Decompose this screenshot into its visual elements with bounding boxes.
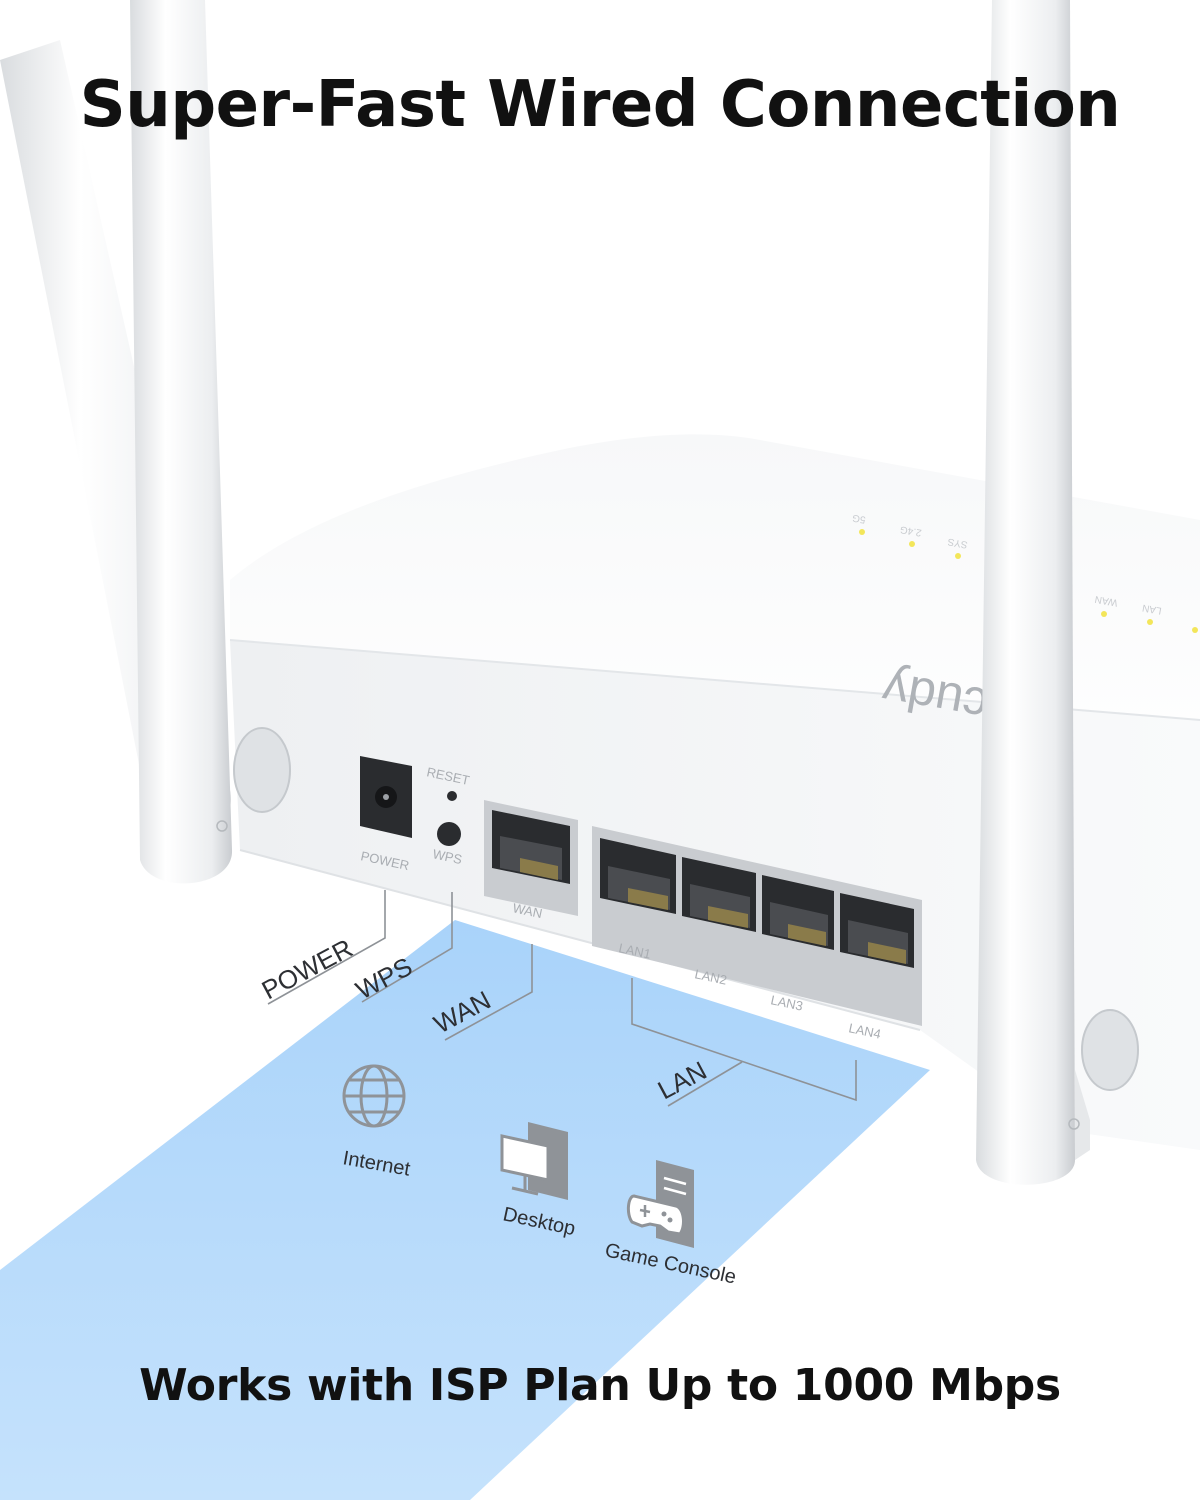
antenna-left-front (130, 0, 233, 884)
led-label-24g: 2.4G (899, 523, 922, 538)
light-beam (0, 920, 930, 1500)
router-top-surface (230, 434, 1200, 780)
port-label-lan2: LAN2 (693, 966, 728, 987)
led-label-wan: WAN (1094, 593, 1119, 608)
subheadline: Works with ISP Plan Up to 1000 Mbps (139, 1360, 1061, 1411)
port-label-lan1: LAN1 (617, 940, 652, 961)
port-label-lan4: LAN4 (847, 1020, 882, 1041)
callout-power: POWER (257, 933, 358, 1006)
port-label-lan3: LAN3 (769, 992, 804, 1013)
headline: Super-Fast Wired Connection (79, 68, 1121, 142)
desktop-icon (500, 1122, 568, 1200)
wan-port (484, 800, 578, 916)
antenna-right (976, 0, 1075, 1185)
status-led (909, 541, 915, 547)
port-label-wps: WPS (431, 846, 463, 867)
power-jack (360, 756, 412, 838)
globe-icon (342, 1064, 406, 1128)
antenna-mount-left (233, 727, 291, 813)
lan-port (840, 893, 914, 968)
status-led-group: 5G 2.4G SYS WAN LAN (851, 512, 1198, 633)
status-led (1101, 611, 1107, 617)
lan-port (682, 857, 756, 932)
led-label-sys: SYS (947, 536, 969, 550)
callout-lines (267, 890, 857, 1107)
status-led (859, 529, 865, 535)
lan-port (762, 875, 834, 950)
game-console-icon (626, 1160, 694, 1248)
wps-button[interactable] (437, 822, 461, 846)
led-label-lan: LAN (1141, 602, 1162, 616)
antenna-mount-right (1081, 1009, 1139, 1091)
status-led (1147, 619, 1153, 625)
status-led (955, 553, 961, 559)
lan-port (600, 838, 676, 914)
reset-button[interactable] (447, 791, 457, 801)
led-label-5g: 5G (851, 512, 866, 525)
port-label-wan: WAN (511, 900, 543, 921)
status-led (1192, 627, 1198, 633)
